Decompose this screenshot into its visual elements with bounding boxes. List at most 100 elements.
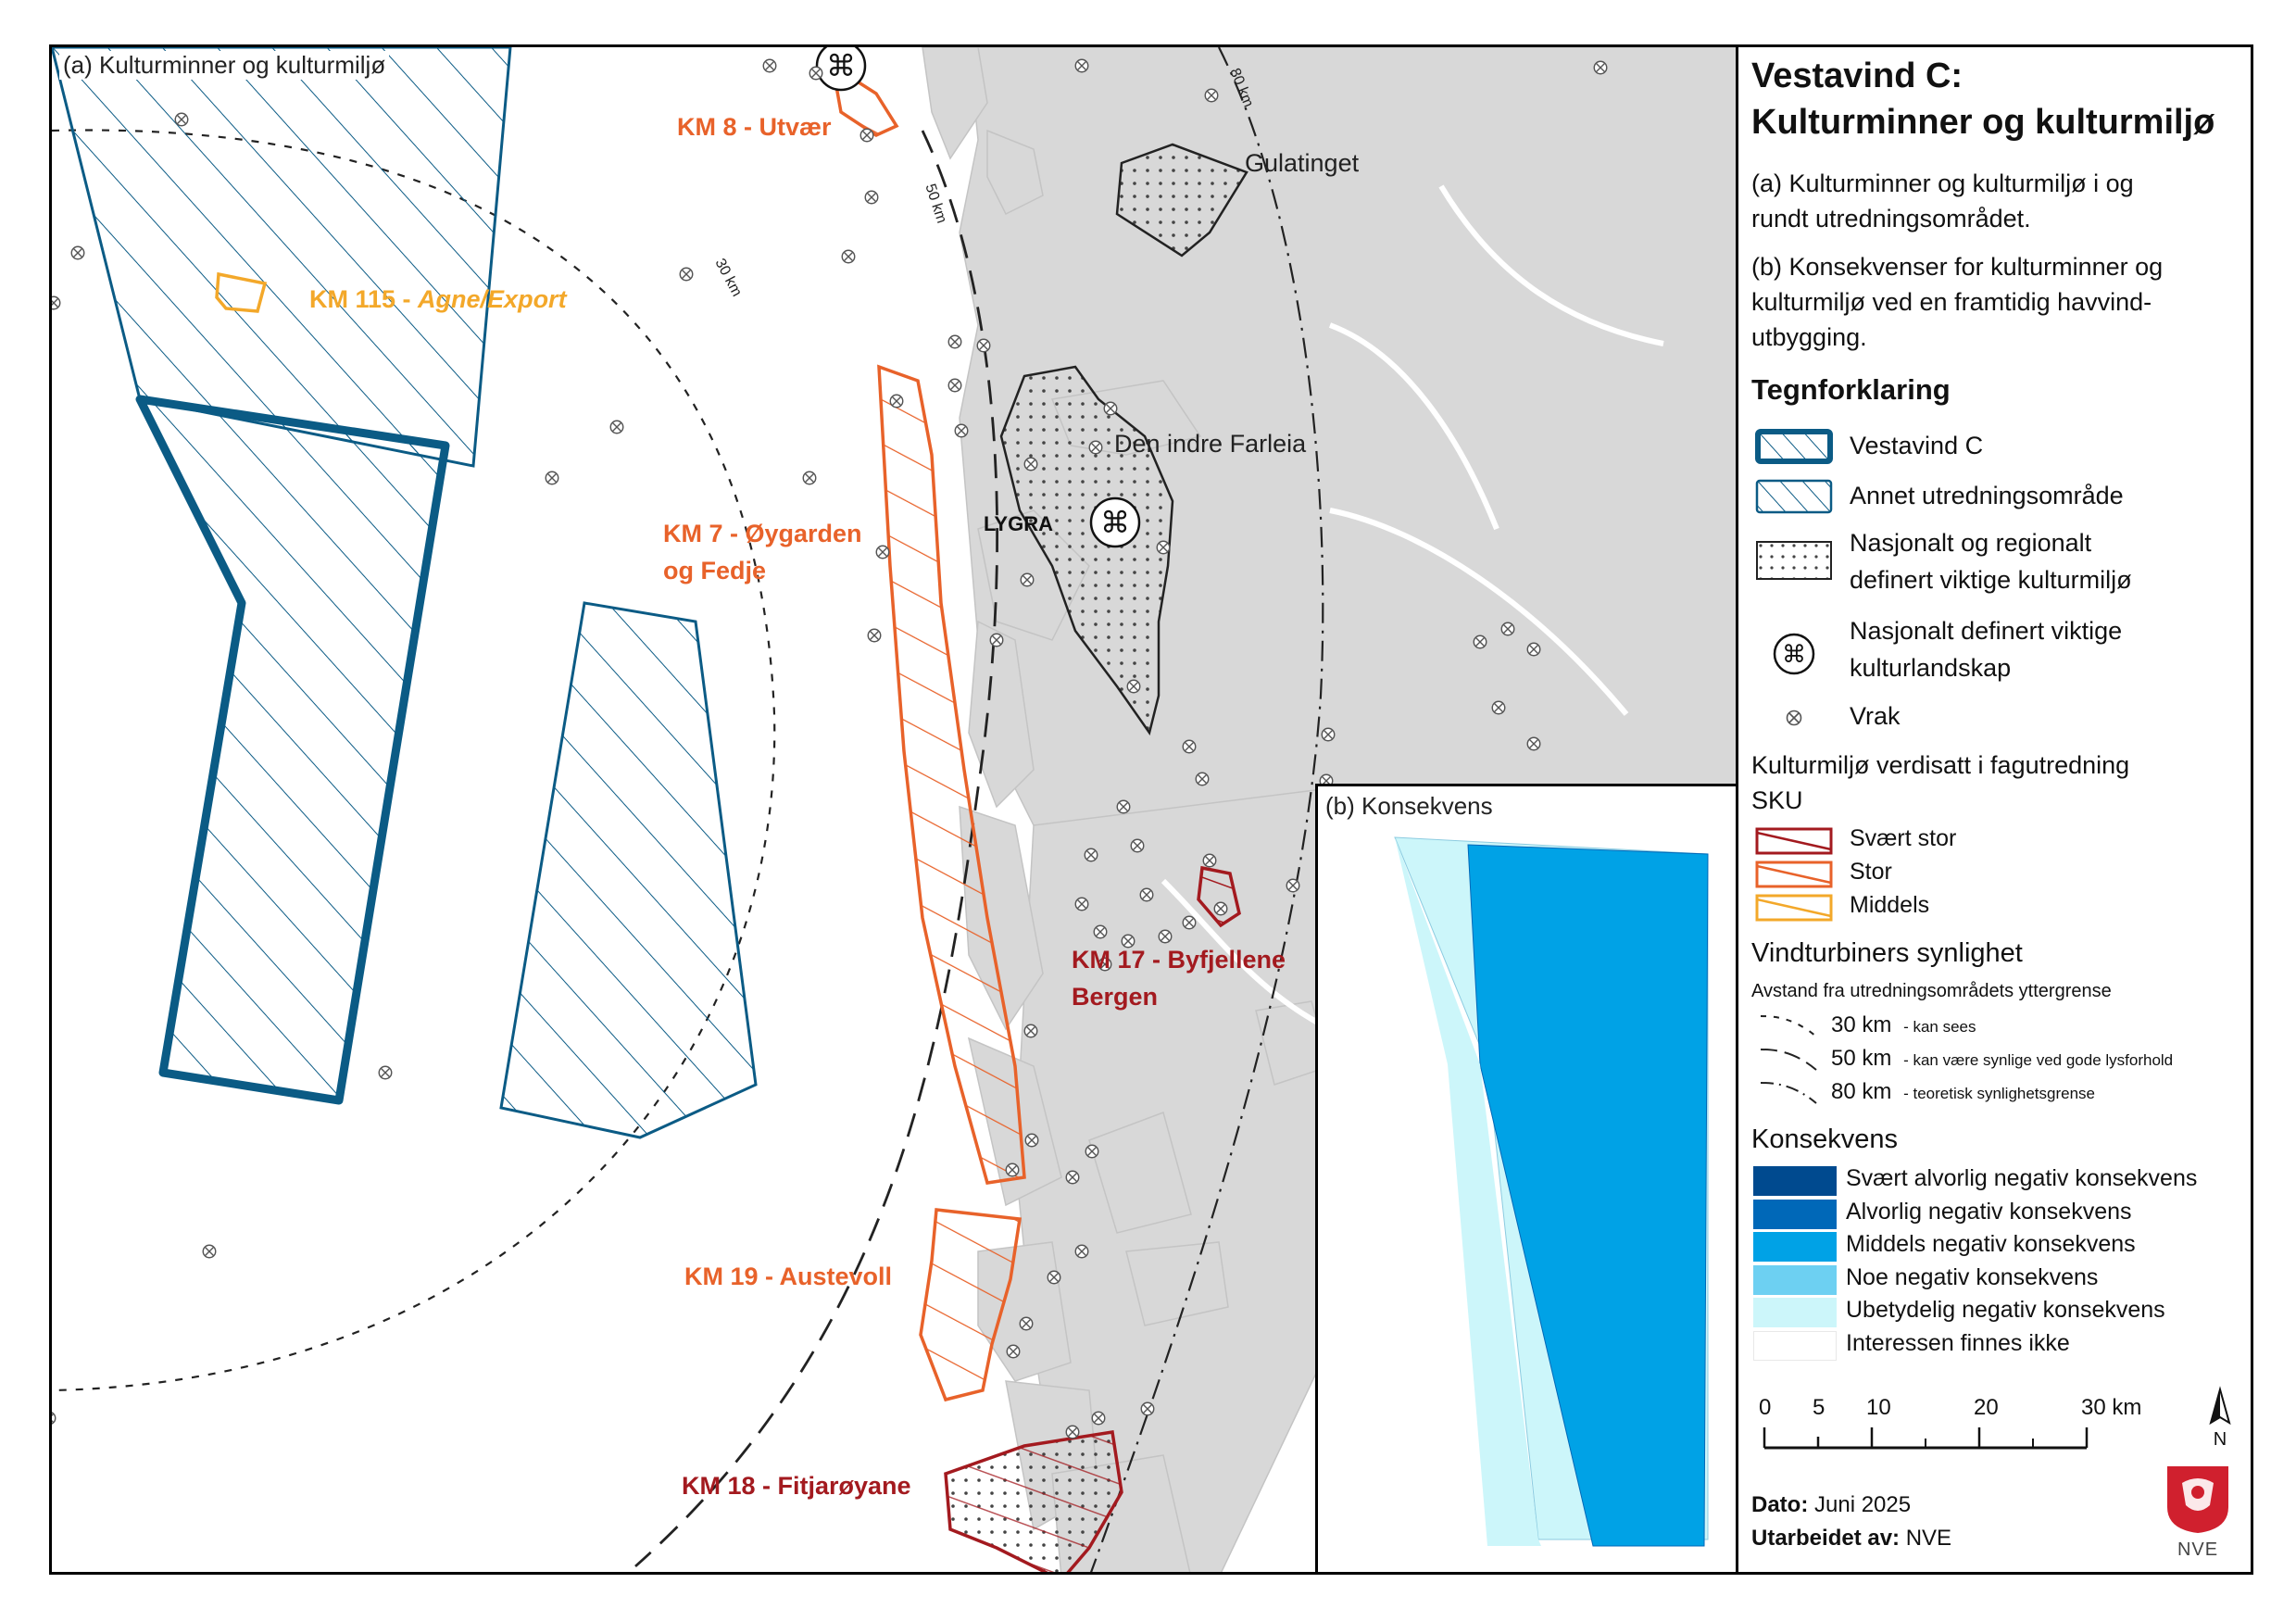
km115-agne-area[interactable] — [215, 271, 268, 313]
km18-hatch — [946, 1432, 1122, 1572]
km17-byfjellene-area[interactable] — [1197, 865, 1241, 928]
swatch-verdi-0 — [1755, 827, 1833, 855]
legend-vestavind-c: Vestavind C — [1850, 432, 1984, 459]
wreck-icon — [864, 190, 879, 205]
ring-distance: 80 km — [1831, 1079, 1892, 1104]
map-panel-a[interactable]: ⌘ ⌘ (a) Kulturminner og kulturmiljø KM 8… — [49, 44, 1738, 1575]
legend-konsekvens-label: Ubetydelig negativ konsekvens — [1846, 1297, 2165, 1323]
legend-vrak: Vrak — [1850, 702, 1901, 730]
wreck-icon — [52, 1411, 56, 1426]
wreck-icon — [1047, 1270, 1061, 1285]
wreck-icon — [1500, 622, 1515, 636]
legend-synlighet-sub: Avstand fra utredningsområdets yttergren… — [1751, 981, 2112, 1001]
consequence-middels[interactable] — [1467, 844, 1709, 1547]
utarbeidet-label: Utarbeidet av: — [1751, 1526, 1901, 1551]
wreck-icon — [976, 338, 991, 353]
wreck-icon — [1065, 1425, 1080, 1439]
wreck-icon — [1140, 1401, 1155, 1416]
annet-area-north[interactable] — [52, 47, 512, 468]
kulturlandskap-icon-utvaer[interactable]: ⌘ — [815, 47, 867, 92]
legend-annet: Annet utredningsområde — [1850, 482, 2124, 509]
label-km7-line2: og Fedje — [663, 557, 767, 584]
wreck-icon — [1202, 853, 1217, 868]
legend-desc-b-line1: (b) Konsekvenser for kulturminner og — [1751, 253, 2164, 281]
wreck-icon — [859, 128, 874, 143]
wreck-icon — [52, 295, 61, 310]
legend-synlighet-row: 80 km - teoretisk synlighetsgrense — [1831, 1079, 2095, 1105]
wreck-icon — [202, 1244, 217, 1259]
wreck-icon — [378, 1065, 393, 1080]
legend-konsekvens-label: Noe negativ konsekvens — [1846, 1263, 2099, 1290]
legend-title-line2: Kulturminner og kulturmiljø — [1751, 103, 2215, 142]
wreck-icon — [1084, 848, 1098, 862]
legend-desc-b-line3: utbygging. — [1751, 323, 1867, 351]
wreck-icon — [1091, 1411, 1106, 1426]
wreck-icon — [1321, 727, 1336, 742]
wreck-icon — [947, 378, 962, 393]
legend-desc-b-line2: kulturmiljø ved en framtidig havvind- — [1751, 288, 2152, 316]
wreck-icon — [954, 423, 969, 438]
legend-kulturmiljo-line2: definert viktige kulturmiljø — [1850, 566, 2132, 594]
annet-area-middle[interactable] — [499, 601, 758, 1139]
panel-a-title: (a) Kulturminner og kulturmiljø — [59, 51, 390, 80]
wreck-icon — [1126, 679, 1141, 694]
scale-tick-label: 10 — [1866, 1395, 1891, 1420]
label-farleia: Den indre Farleia — [1114, 430, 1307, 458]
legend-konsekvens-label: Interessen finnes ikke — [1846, 1329, 2070, 1356]
map-panel-b[interactable]: (b) Konsekvens — [1315, 784, 1736, 1572]
wreck-icon — [989, 633, 1004, 647]
km7-oygarden-area[interactable] — [877, 364, 1026, 1185]
wreck-icon — [1074, 897, 1089, 911]
wreck-icon — [1005, 1162, 1020, 1177]
wreck-icon — [1103, 401, 1118, 416]
wreck-icon — [1065, 1170, 1080, 1185]
dato-row: Dato: Juni 2025 — [1751, 1492, 1911, 1518]
km19-austevoll-area[interactable] — [919, 1208, 1023, 1402]
wreck-icon — [889, 394, 904, 408]
kulturlandskap-icon-lygra[interactable]: ⌘ — [1089, 496, 1141, 548]
nve-logo: NVE — [2165, 1464, 2230, 1560]
wreck-icon — [1023, 1024, 1038, 1038]
label-km19: KM 19 - Austevoll — [684, 1263, 893, 1290]
swatch-ring-0 — [1760, 1015, 1817, 1037]
nve-logo-text: NVE — [2177, 1539, 2219, 1560]
utarbeidet-row: Utarbeidet av: NVE — [1751, 1526, 1951, 1552]
legend-kulturlandskap-line1: Nasjonalt definert viktige — [1850, 617, 2123, 645]
kulturlandskap-icon: ⌘ — [1773, 633, 1815, 675]
legend-synlighet-head: Vindturbiners synlighet — [1751, 938, 2023, 968]
ring-description: - kan være synlige ved gode lysforhold — [1899, 1051, 2174, 1069]
svg-text:⌘: ⌘ — [826, 48, 856, 83]
legend-synlighet-row: 30 km - kan sees — [1831, 1012, 1976, 1038]
vestavind-c-area[interactable] — [135, 395, 450, 1105]
swatch-ring-1 — [1760, 1049, 1817, 1071]
wreck-icon — [1074, 1244, 1089, 1259]
scale-tick-label: 30 km — [2081, 1395, 2141, 1420]
legend-desc-a-line2: rundt utredningsområdet. — [1751, 205, 2031, 232]
legend-verdi-label: Middels — [1850, 892, 1930, 918]
legend-tegnforklaring: Tegnforklaring — [1751, 373, 1951, 406]
gulatinget-area[interactable] — [1115, 143, 1248, 258]
legend-kulturlandskap-line2: kulturlandskap — [1850, 654, 2012, 682]
wreck-icon — [867, 628, 882, 643]
swatch-konsekvens-3 — [1753, 1264, 1837, 1295]
wreck-icon — [947, 334, 962, 349]
nve-logo-shield-icon — [2167, 1466, 2228, 1533]
wreck-icon — [174, 112, 189, 127]
swatch-konsekvens-5 — [1753, 1330, 1837, 1361]
wreck-icon — [1593, 60, 1608, 75]
wreck-icon — [1023, 457, 1038, 471]
ring-description: - teoretisk synlighetsgrense — [1899, 1085, 2096, 1102]
wreck-icon — [1491, 700, 1506, 715]
legend-konsekvens-head: Konsekvens — [1751, 1125, 1898, 1154]
scale-tick-label: 20 — [1974, 1395, 1999, 1420]
label-km115: KM 115 - Agne/Export — [309, 285, 567, 314]
north-arrow-icon: N — [2209, 1386, 2231, 1450]
utarbeidet-value: NVE — [1905, 1526, 1952, 1551]
wreck-icon — [841, 249, 856, 264]
swatch-konsekvens-1 — [1753, 1199, 1837, 1229]
label-km17-line1: KM 17 - Byfjellene — [1072, 946, 1286, 974]
label-km8: KM 8 - Utvær — [677, 113, 832, 141]
wreck-icon — [1116, 799, 1131, 814]
legend-verdi-head-line1: Kulturmiljø verdisatt i fagutredning — [1751, 751, 2130, 779]
